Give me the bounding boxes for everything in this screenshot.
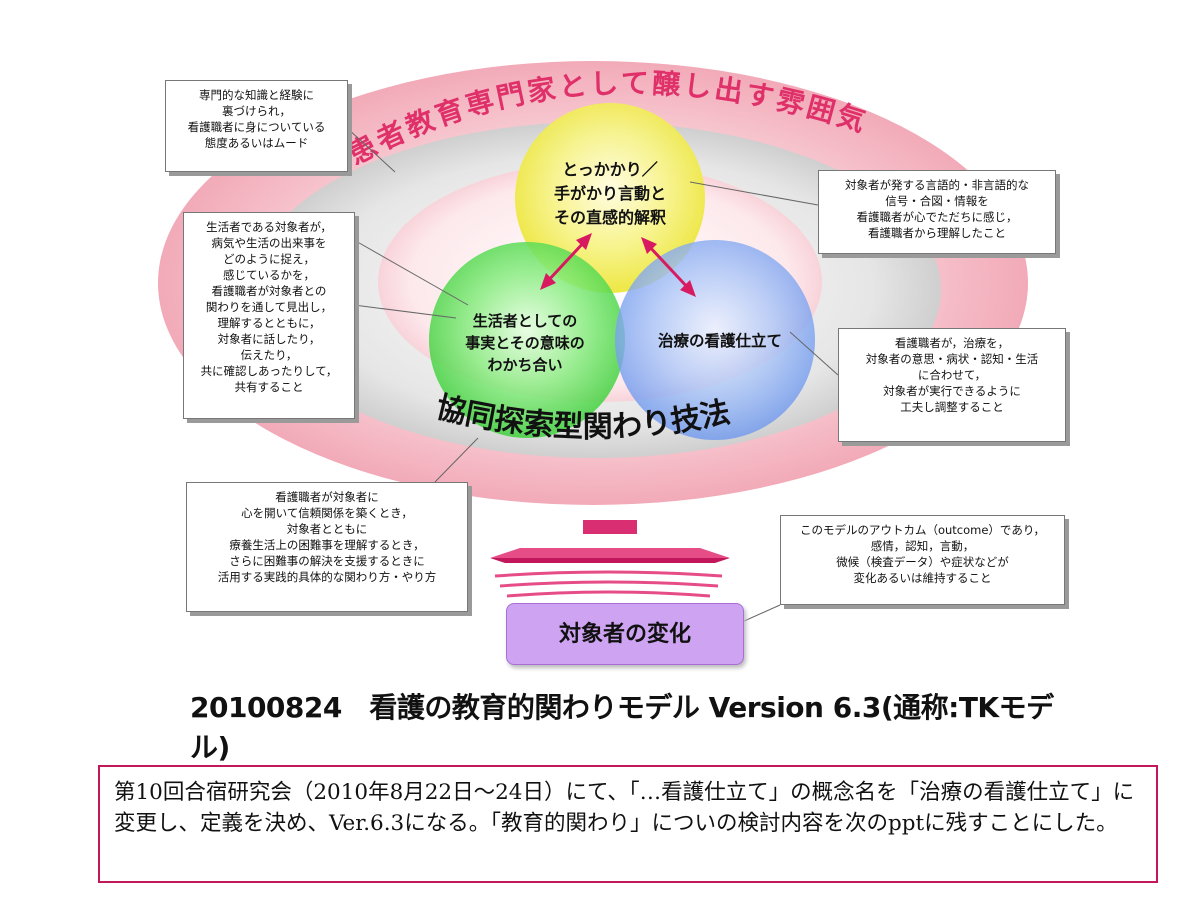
arrow-left xyxy=(540,233,592,290)
outcome-box: 対象者の変化 xyxy=(506,603,744,665)
circle-yellow xyxy=(515,103,705,293)
circle-green xyxy=(429,242,625,438)
note-life: 生活者である対象者が， 病気や生活の出来事を どのように捉え， 感じているかを，… xyxy=(183,212,355,419)
circle-yellow-label: とっかかり／ 手がかり言動と その直感的解釈 xyxy=(553,160,666,227)
arrow-right xyxy=(641,237,696,297)
note-outcome: このモデルのアウトカム（outcome）であり， 感情，認知，言動， 微候（検査… xyxy=(780,515,1065,605)
note-atmosphere: 専門的な知識と経験に 裏づけられ， 看護職者に身についている 態度あるいはムード xyxy=(165,80,348,172)
circle-green-label: 生活者としての 事実とその意味の わかち合い xyxy=(465,312,585,374)
model-title: 20100824 看護の教育的関わりモデル Version 6.3(通称:TKモ… xyxy=(190,691,1054,764)
circle-blue xyxy=(615,240,815,440)
leader-lines xyxy=(346,127,839,623)
note-treatment: 看護職者が，治療を， 対象者の意思・病状・認知・生活 に合わせて， 対象者が実行… xyxy=(838,328,1066,442)
note-cues: 対象者が発する言語的・非言語的な 信号・合図・情報を 看護職者が心でただちに感じ… xyxy=(818,170,1056,254)
footer-note: 第10回合宿研究会（2010年8月22日～24日）にて、「…看護仕立て」の概念名… xyxy=(98,765,1158,883)
circle-blue-label: 治療の看護仕立て xyxy=(657,332,782,350)
down-arrow xyxy=(490,520,730,598)
note-technique: 看護職者が対象者に 心を開いて信頼関係を築くとき， 対象者とともに 療養生活上の… xyxy=(186,482,468,612)
